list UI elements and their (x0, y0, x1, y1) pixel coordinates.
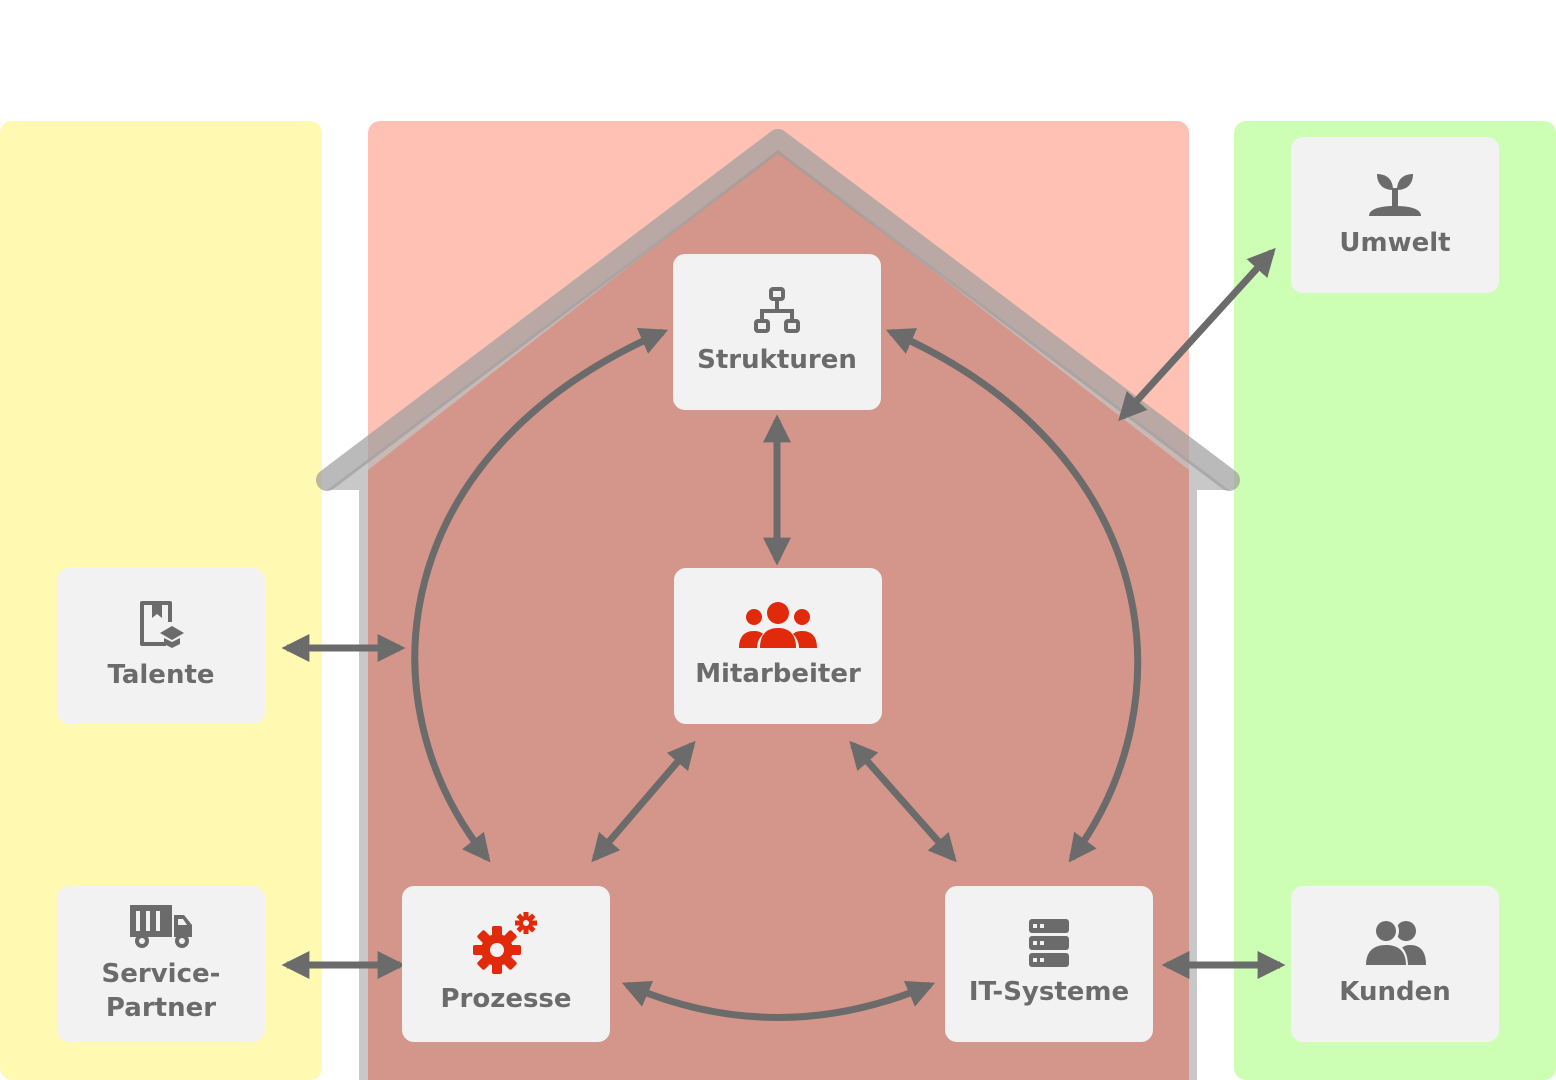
node-prozesse[interactable]: Prozesse (402, 886, 610, 1042)
plant-icon (1369, 174, 1421, 216)
gears-icon (473, 912, 537, 974)
node-label: Kunden (1339, 977, 1451, 1007)
node-label: Umwelt (1339, 228, 1451, 258)
node-kunden[interactable]: Kunden (1291, 886, 1499, 1042)
arrow-strukturen-it (885, 328, 1142, 863)
arrow-house-umwelt (1118, 247, 1276, 422)
node-label: Talente (107, 660, 215, 690)
arrow-mitarbeiter-prozesse (591, 740, 696, 863)
talent-book-icon (140, 601, 184, 648)
node-mitarbeiter[interactable]: Mitarbeiter (674, 568, 882, 724)
node-label: Mitarbeiter (695, 659, 861, 689)
arrow-mitarbeiter-it (849, 740, 957, 863)
node-talente[interactable]: Talente (57, 568, 265, 724)
node-label: IT-Systeme (968, 977, 1130, 1007)
node-label: Service- Partner (101, 959, 221, 1023)
node-it-systeme[interactable]: IT-Systeme (945, 886, 1153, 1042)
server-icon (1029, 919, 1069, 967)
truck-icon (130, 905, 192, 948)
node-label: Strukturen (697, 345, 857, 375)
sitemap-icon (754, 287, 800, 333)
team-icon (739, 602, 817, 648)
users-icon (1364, 919, 1426, 967)
node-label: Prozesse (440, 984, 572, 1014)
arrow-strukturen-prozesse (411, 328, 669, 863)
node-service-partner[interactable]: Service- Partner (57, 886, 265, 1042)
node-strukturen[interactable]: Strukturen (673, 254, 881, 410)
arrow-prozesse-it (621, 980, 936, 1021)
node-umwelt[interactable]: Umwelt (1291, 137, 1499, 293)
